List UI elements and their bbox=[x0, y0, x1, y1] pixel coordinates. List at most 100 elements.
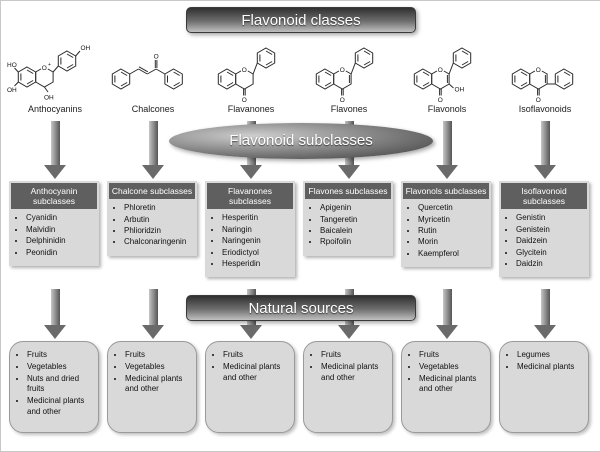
subclass-list: CyanidinMalvidinDelphinidinPeonidin bbox=[15, 213, 95, 258]
subclass-box-title: Chalcone subclasses bbox=[109, 183, 195, 200]
sources-box-isoflavonoids: LegumesMedicinal plants bbox=[499, 341, 589, 433]
structure-label: Anthocyanins bbox=[27, 104, 83, 114]
sources-box-flavones: FruitsMedicinal plants and other bbox=[303, 341, 393, 433]
down-arrow-icon bbox=[436, 289, 458, 339]
flavonols-structure-icon: O O OH bbox=[413, 47, 472, 103]
structure-anthocyanins: O + HO OH OH OH Anthocyanins bbox=[7, 33, 103, 114]
anthocyanins-structure-icon: O + HO OH OH OH bbox=[7, 45, 91, 102]
structure-flavones: O O Flavones bbox=[301, 33, 397, 114]
list-item: Naringenin bbox=[222, 236, 291, 246]
isoflavonoids-structure-icon: O O bbox=[511, 65, 574, 103]
subclass-list: HesperitinNaringinNaringeninEriodictyolH… bbox=[211, 213, 291, 269]
list-item: Fruits bbox=[27, 350, 95, 361]
list-item: Phlioridzin bbox=[124, 226, 193, 236]
subclass-box-title: Flavanones subclasses bbox=[207, 183, 293, 210]
flavonoid-classes-header: Flavonoid classes bbox=[186, 7, 416, 33]
list-item: Fruits bbox=[419, 350, 487, 361]
atom-label: O bbox=[536, 67, 541, 74]
flavonoid-subclasses-header: Flavonoid subclasses bbox=[169, 123, 433, 159]
sources-box-flavanones: FruitsMedicinal plants and other bbox=[205, 341, 295, 433]
subclass-box-title: Flavonols subclasses bbox=[403, 183, 489, 200]
list-item: Medicinal plants bbox=[517, 362, 585, 373]
list-item: Medicinal plants and other bbox=[321, 362, 389, 384]
sources-list: FruitsMedicinal plants and other bbox=[310, 350, 389, 383]
sources-list: FruitsVegetablesNuts and dried fruitsMed… bbox=[16, 350, 95, 418]
structure-flavonols: O O OH Flavonols bbox=[399, 33, 495, 114]
list-item: Fruits bbox=[223, 350, 291, 361]
down-arrow-icon bbox=[534, 121, 556, 179]
atom-label: O bbox=[154, 54, 159, 61]
list-item: Hesperidin bbox=[222, 259, 291, 269]
subclass-box-isoflavonoid: Isoflavonoid subclasses GenistinGenistei… bbox=[499, 181, 589, 278]
down-arrow-icon bbox=[44, 121, 66, 179]
list-item: Malvidin bbox=[26, 225, 95, 235]
list-item: Apigenin bbox=[320, 203, 389, 213]
list-item: Vegetables bbox=[419, 362, 487, 373]
sources-list: LegumesMedicinal plants bbox=[506, 350, 585, 373]
list-item: Hesperitin bbox=[222, 213, 291, 223]
subclass-box-title: Isoflavonoid subclasses bbox=[501, 183, 587, 210]
structure-flavanones: O O Flavanones bbox=[203, 33, 299, 114]
atom-label: O bbox=[438, 67, 443, 74]
sources-list: FruitsVegetablesMedicinal plants and oth… bbox=[114, 350, 193, 395]
list-item: Arbutin bbox=[124, 215, 193, 225]
list-item: Glycitein bbox=[516, 248, 585, 258]
list-item: Rpoifolin bbox=[320, 237, 389, 247]
subclass-list: QuercetinMyricetinRutinMorinKaempferol bbox=[407, 203, 487, 259]
list-item: Vegetables bbox=[125, 362, 193, 373]
list-item: Delphinidin bbox=[26, 236, 95, 246]
list-item: Naringin bbox=[222, 225, 291, 235]
subclass-list: ApigeninTangeretinBaicaleinRpoifolin bbox=[309, 203, 389, 248]
atom-label: O bbox=[438, 97, 443, 103]
atom-label: HO bbox=[7, 62, 17, 69]
list-item: Quercetin bbox=[418, 203, 487, 213]
subclass-box-chalcone: Chalcone subclasses PhloretinArbutinPhli… bbox=[107, 181, 197, 256]
list-item: Eriodictyol bbox=[222, 248, 291, 258]
structure-label: Flavanones bbox=[227, 104, 275, 114]
subclass-box-flavanones: Flavanones subclasses HesperitinNaringin… bbox=[205, 181, 295, 278]
sources-box-anthocyanins: FruitsVegetablesNuts and dried fruitsMed… bbox=[9, 341, 99, 433]
list-item: Baicalein bbox=[320, 226, 389, 236]
flavones-structure-icon: O O bbox=[315, 47, 374, 103]
atom-label: O bbox=[242, 97, 247, 103]
list-item: Genistin bbox=[516, 213, 585, 223]
structure-chalcones: O Chalcones bbox=[105, 33, 201, 114]
natural-sources-header: Natural sources bbox=[186, 295, 416, 321]
atom-label: O bbox=[242, 67, 247, 74]
list-item: Daidzein bbox=[516, 236, 585, 246]
list-item: Nuts and dried fruits bbox=[27, 374, 95, 396]
list-item: Cyanidin bbox=[26, 213, 95, 223]
subclass-box-flavonols: Flavonols subclasses QuercetinMyricetinR… bbox=[401, 181, 491, 268]
sources-box-chalcones: FruitsVegetablesMedicinal plants and oth… bbox=[107, 341, 197, 433]
list-item: Chalconaringenin bbox=[124, 237, 193, 247]
atom-label: O bbox=[340, 97, 345, 103]
down-arrow-icon bbox=[142, 121, 164, 179]
atom-label: O bbox=[42, 65, 47, 72]
atom-label: OH bbox=[7, 87, 17, 94]
subclass-box-title: Anthocyanin subclasses bbox=[11, 183, 97, 210]
list-item: Medicinal plants and other bbox=[223, 362, 291, 384]
list-item: Tangeretin bbox=[320, 215, 389, 225]
subclass-box-flavones: Flavones subclasses ApigeninTangeretinBa… bbox=[303, 181, 393, 256]
list-item: Medicinal plants and other bbox=[27, 396, 95, 418]
structure-label: Chalcones bbox=[131, 104, 175, 114]
subclass-list: PhloretinArbutinPhlioridzinChalconaringe… bbox=[113, 203, 193, 248]
structure-label: Flavonols bbox=[427, 104, 467, 114]
list-item: Daidzin bbox=[516, 259, 585, 269]
subclass-list: GenistinGenisteinDaidzeinGlyciteinDaidzi… bbox=[505, 213, 585, 269]
down-arrow-icon bbox=[534, 289, 556, 339]
structure-label: Flavones bbox=[330, 104, 368, 114]
flavanones-structure-icon: O O bbox=[217, 47, 276, 103]
list-item: Myricetin bbox=[418, 215, 487, 225]
down-arrow-icon bbox=[436, 121, 458, 179]
atom-label: OH bbox=[455, 87, 465, 94]
atom-label: O bbox=[536, 97, 541, 103]
subclass-box-title: Flavones subclasses bbox=[305, 183, 391, 200]
sources-box-flavonols: FruitsVegetablesMedicinal plants and oth… bbox=[401, 341, 491, 433]
sources-list: FruitsMedicinal plants and other bbox=[212, 350, 291, 383]
list-item: Kaempferol bbox=[418, 249, 487, 259]
list-item: Genistein bbox=[516, 225, 585, 235]
atom-label: O bbox=[340, 67, 345, 74]
atom-label: OH bbox=[44, 95, 54, 102]
